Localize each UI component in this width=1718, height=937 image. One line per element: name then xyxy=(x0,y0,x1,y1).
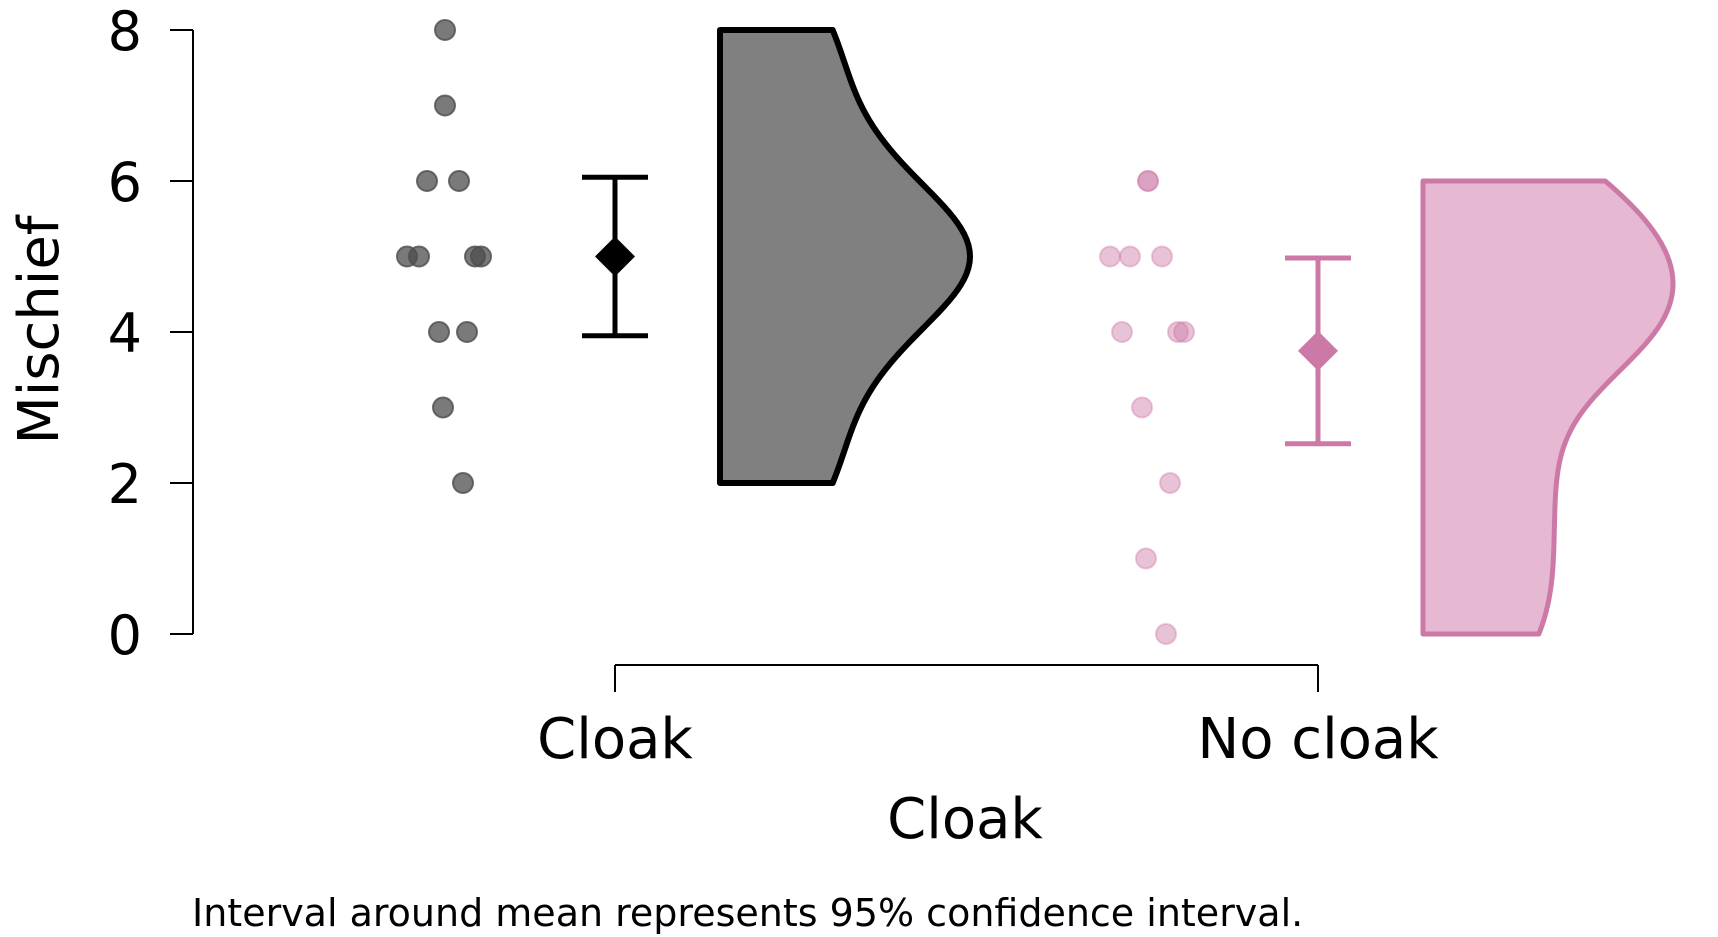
data-point xyxy=(1131,396,1153,419)
data-point xyxy=(464,245,486,268)
y-tick-label: 2 xyxy=(108,453,142,516)
data-point xyxy=(428,321,450,343)
data-point xyxy=(456,321,478,343)
mean-marker xyxy=(595,236,635,277)
data-point xyxy=(416,170,438,192)
data-point xyxy=(452,472,474,494)
x-axis-title: Cloak xyxy=(887,787,1043,852)
data-point xyxy=(434,94,456,117)
data-point xyxy=(1173,321,1195,343)
data-point xyxy=(1137,170,1159,192)
footnote: Interval around mean represents 95% conf… xyxy=(192,891,1303,935)
data-point xyxy=(1111,321,1133,343)
y-axis: 0 2 4 6 8 xyxy=(108,0,194,667)
data-point xyxy=(408,245,430,268)
y-tick-label: 4 xyxy=(108,302,142,365)
data-point xyxy=(1151,245,1173,268)
y-tick-label: 0 xyxy=(108,604,142,667)
data-point xyxy=(434,19,456,41)
x-axis: Cloak No cloak xyxy=(537,664,1439,772)
y-tick-label: 8 xyxy=(108,0,142,63)
data-point xyxy=(1119,245,1141,268)
data-point xyxy=(1099,245,1121,268)
mean-marker xyxy=(1298,330,1338,371)
data-point xyxy=(1137,170,1159,192)
x-tick-label: No cloak xyxy=(1197,707,1439,772)
data-point xyxy=(1159,472,1181,494)
x-tick-label: Cloak xyxy=(537,707,693,772)
data-point xyxy=(432,396,454,419)
violin-density xyxy=(1420,178,1676,637)
data-point xyxy=(1135,547,1157,570)
group-cloak xyxy=(396,19,973,494)
violin-density xyxy=(717,27,973,486)
y-axis-title: Mischief xyxy=(7,214,72,444)
group-no-cloak xyxy=(1099,170,1676,645)
data-point xyxy=(448,170,470,192)
data-point xyxy=(1155,623,1177,645)
data-point xyxy=(1167,321,1189,343)
group-layer xyxy=(396,19,1676,645)
y-tick-label: 6 xyxy=(108,151,142,214)
